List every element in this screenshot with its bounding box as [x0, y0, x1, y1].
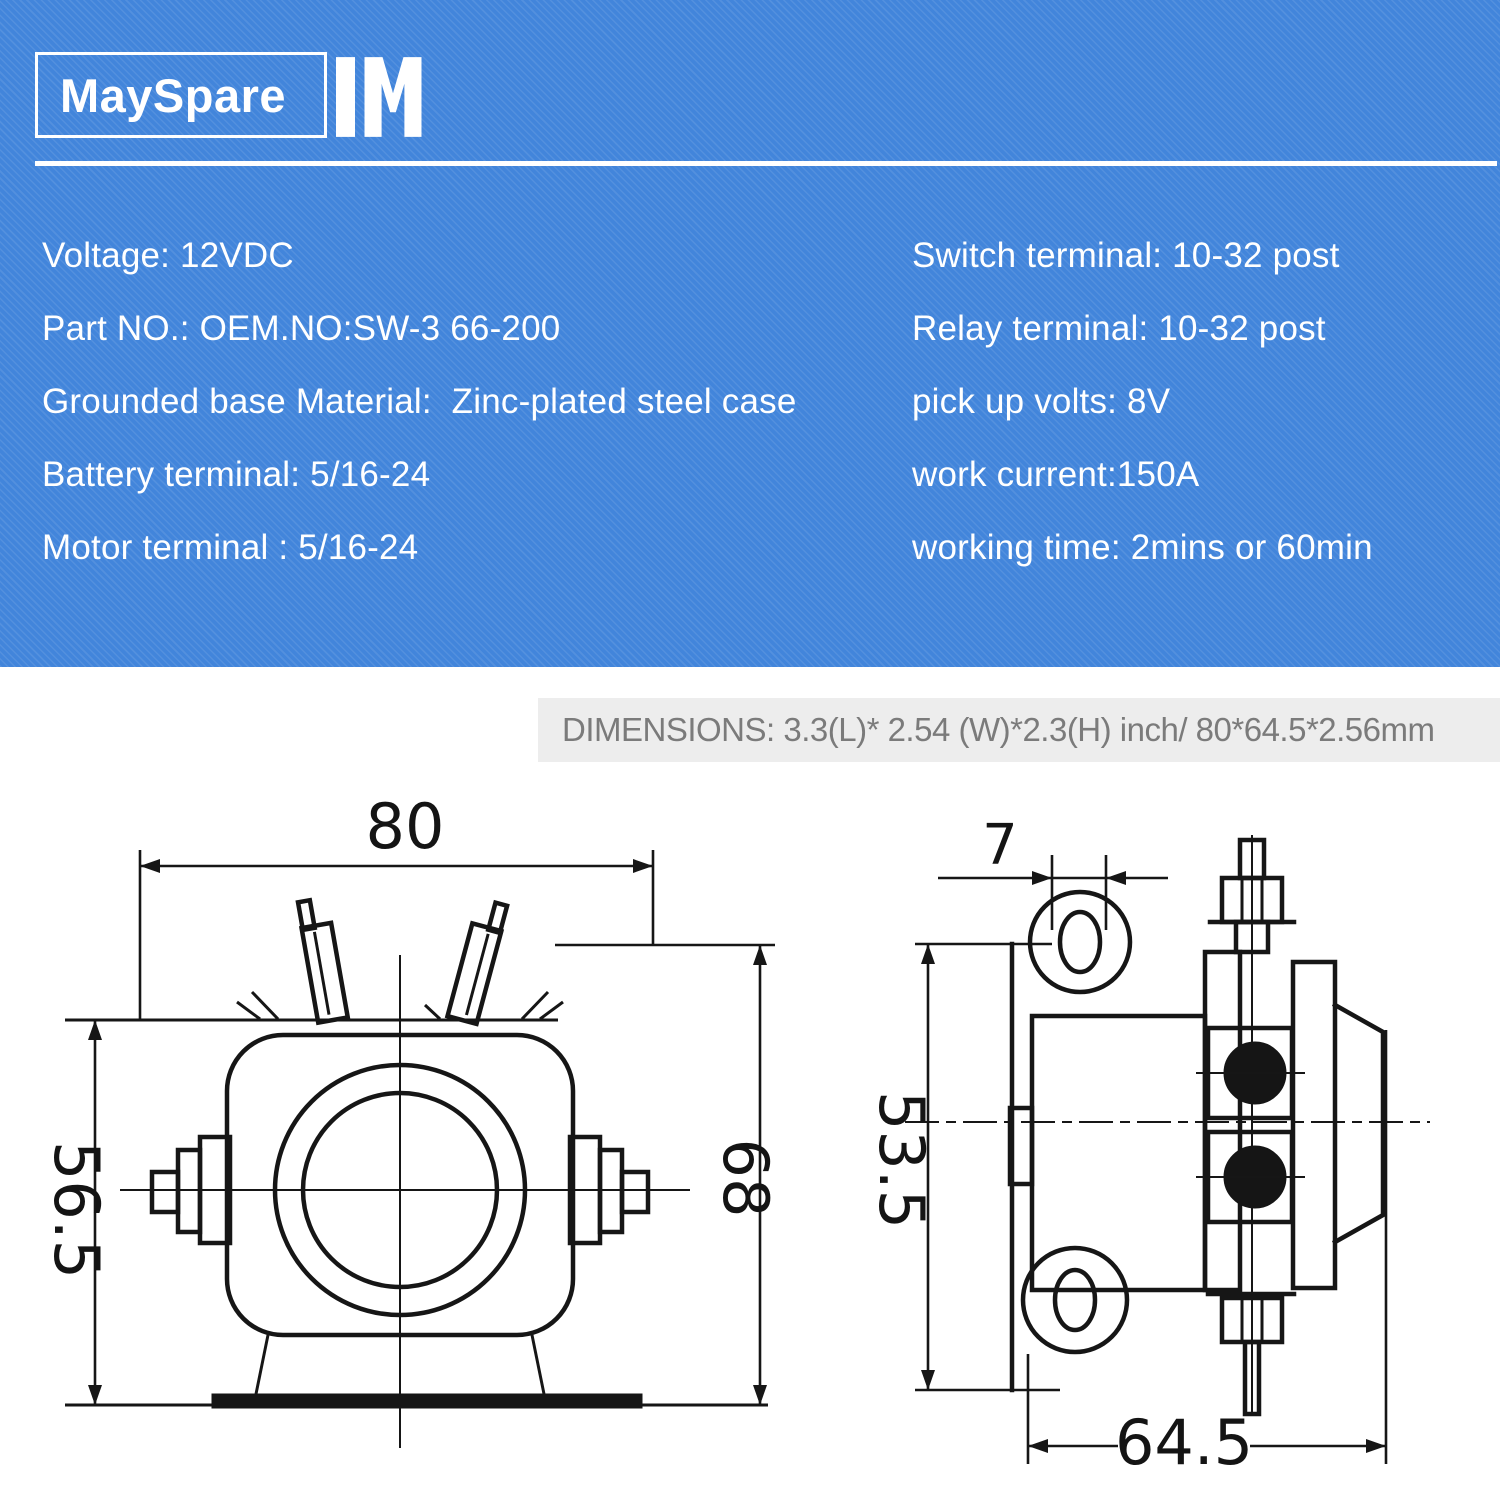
- spec-banner: MaySpare Voltage: 12VDC Part NO.: OEM.NO…: [0, 0, 1500, 667]
- spec-item: pick up volts: 8V: [912, 382, 1171, 421]
- terminal-stud-right: [444, 899, 510, 1027]
- base-plate: [211, 1393, 643, 1409]
- spec-list-right: Switch terminal: 10-32 post Relay termin…: [912, 219, 1373, 584]
- dim-label-width-64-5: 64.5: [1115, 1406, 1253, 1479]
- brand-logo-box: MaySpare: [35, 52, 327, 138]
- spec-item: work current:150A: [912, 455, 1200, 494]
- dimensions-bar: DIMENSIONS: 3.3(L)* 2.54 (W)*2.3(H) inch…: [538, 698, 1500, 762]
- terminal-stud-top: [1207, 837, 1297, 955]
- front-view-drawing: 80: [40, 790, 782, 1448]
- dim-label-height-53-5: 53.5: [865, 1091, 938, 1229]
- side-view-drawing: 7: [865, 813, 1430, 1479]
- spec-item: Switch terminal: 10-32 post: [912, 236, 1340, 275]
- side-boss: [1007, 1105, 1035, 1187]
- spec-item: Part NO.: OEM.NO:SW-3 66-200: [42, 309, 561, 348]
- dim-label-height-56-5: 56.5: [40, 1141, 113, 1279]
- mounting-ear-bottom: [1020, 1245, 1130, 1355]
- spec-item: Motor terminal : 5/16-24: [42, 528, 419, 567]
- dim-label-height-68: 68: [709, 1139, 782, 1218]
- spec-item: Battery terminal: 5/16-24: [42, 455, 431, 494]
- brand-m-logo-icon: [336, 57, 422, 137]
- spec-item: Voltage: 12VDC: [42, 236, 294, 275]
- banner-divider-line: [35, 161, 1497, 166]
- dim-label-width-80: 80: [366, 790, 445, 863]
- mounting-hole-top: [1057, 909, 1103, 975]
- dim-label-tab-7: 7: [982, 813, 1018, 878]
- end-cap-bulge: [1331, 1001, 1386, 1246]
- spec-item: Grounded base Material: Zinc-plated stee…: [42, 382, 797, 421]
- terminal-stud-left: [295, 897, 351, 1026]
- mounting-hole-bottom: [1052, 1267, 1098, 1333]
- brand-logo-text: MaySpare: [60, 68, 287, 122]
- spec-item: working time: 2mins or 60min: [912, 528, 1373, 567]
- terminal-stud-bottom: [1205, 1291, 1297, 1417]
- spec-item: Relay terminal: 10-32 post: [912, 309, 1326, 348]
- spec-list-left: Voltage: 12VDC Part NO.: OEM.NO:SW-3 66-…: [42, 219, 797, 584]
- mounting-ear-top: [1027, 889, 1133, 995]
- technical-drawing: 80: [40, 790, 1430, 1479]
- dimensions-text: DIMENSIONS: 3.3(L)* 2.54 (W)*2.3(H) inch…: [562, 711, 1435, 748]
